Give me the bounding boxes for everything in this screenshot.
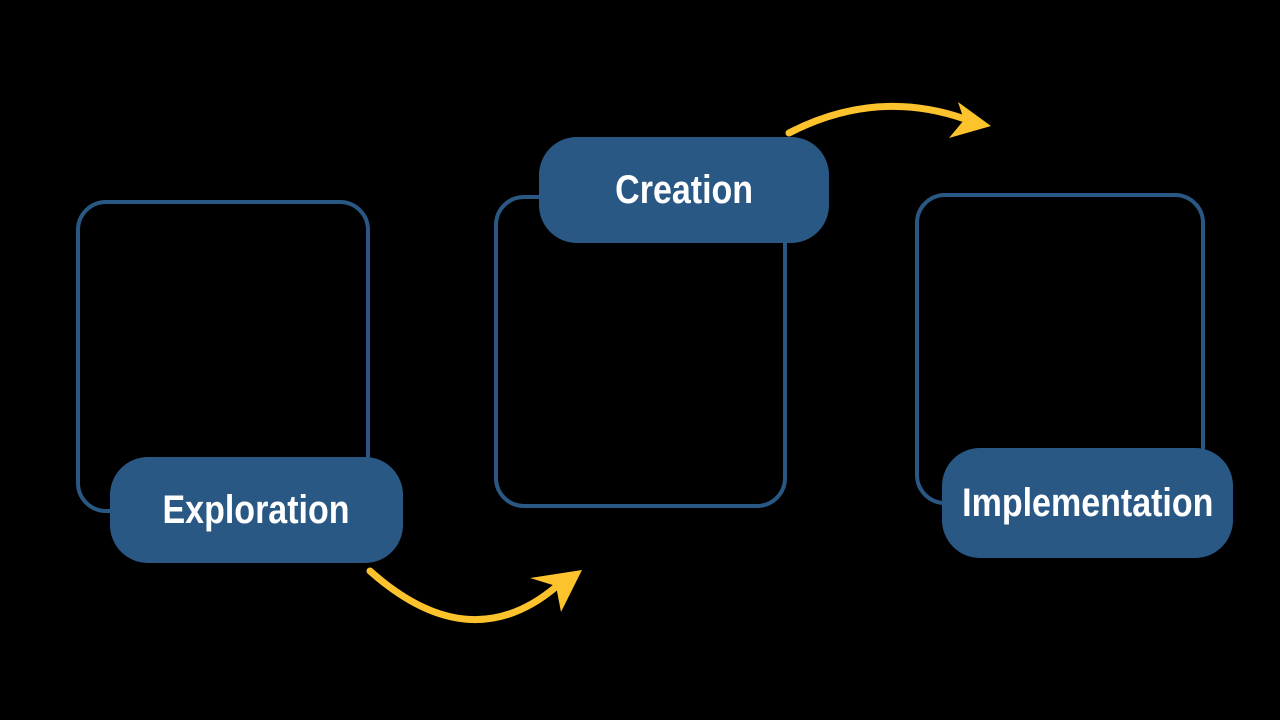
exploration-label: Exploration — [162, 487, 351, 532]
implementation-pill: Implementation — [942, 448, 1233, 558]
implementation-label: Implementation — [961, 480, 1214, 525]
arrow-shaft — [785, 102, 969, 137]
creation-label: Creation — [615, 167, 753, 212]
exploration-pill: Exploration — [110, 457, 403, 563]
arrow-head — [530, 570, 582, 612]
arrow-head — [949, 102, 991, 138]
arrow-creation-to-implementation-icon — [785, 102, 991, 138]
arrow-shaft — [366, 567, 561, 624]
creation-pill: Creation — [539, 137, 829, 243]
arrow-exploration-to-creation-icon — [366, 567, 582, 624]
